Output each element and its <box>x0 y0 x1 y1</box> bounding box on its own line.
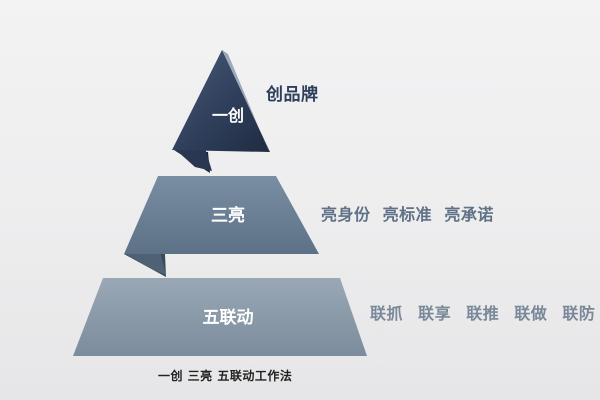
pyramid-tier-top: 一创 <box>172 50 270 173</box>
tier-middle-label: 三亮 <box>211 205 245 226</box>
diagram-caption: 一创 三亮 五联动工作法 <box>158 369 293 383</box>
tier-top-highlight <box>222 50 270 152</box>
middle-item: 亮身份 <box>321 205 371 224</box>
tier-top-shape <box>172 50 270 152</box>
bottom-item: 联防 <box>562 304 596 323</box>
bottom-item: 联享 <box>418 304 452 323</box>
bottom-item: 联推 <box>466 304 500 323</box>
tier-middle-fold <box>126 252 166 275</box>
middle-item: 亮标准 <box>382 205 433 224</box>
tier-bottom-shape <box>73 278 367 356</box>
tier-bottom-label: 五联动 <box>203 308 254 328</box>
tier-middle-shape <box>124 176 319 254</box>
top-tier-description: 创品牌 <box>266 85 319 105</box>
bottom-item: 联抓 <box>370 304 404 323</box>
middle-item: 亮承诺 <box>444 205 494 224</box>
pyramid-tier-middle: 三亮 <box>124 176 319 277</box>
bottom-tier-description: 联抓 联享 联推 联做 联防 <box>370 300 595 324</box>
bottom-item: 联做 <box>514 304 548 323</box>
pyramid-tier-bottom: 五联动 <box>73 278 367 356</box>
middle-tier-description: 亮身份 亮标准 亮承诺 <box>321 201 494 225</box>
tier-top-fold <box>176 148 212 171</box>
tier-top-label: 一创 <box>212 106 244 125</box>
